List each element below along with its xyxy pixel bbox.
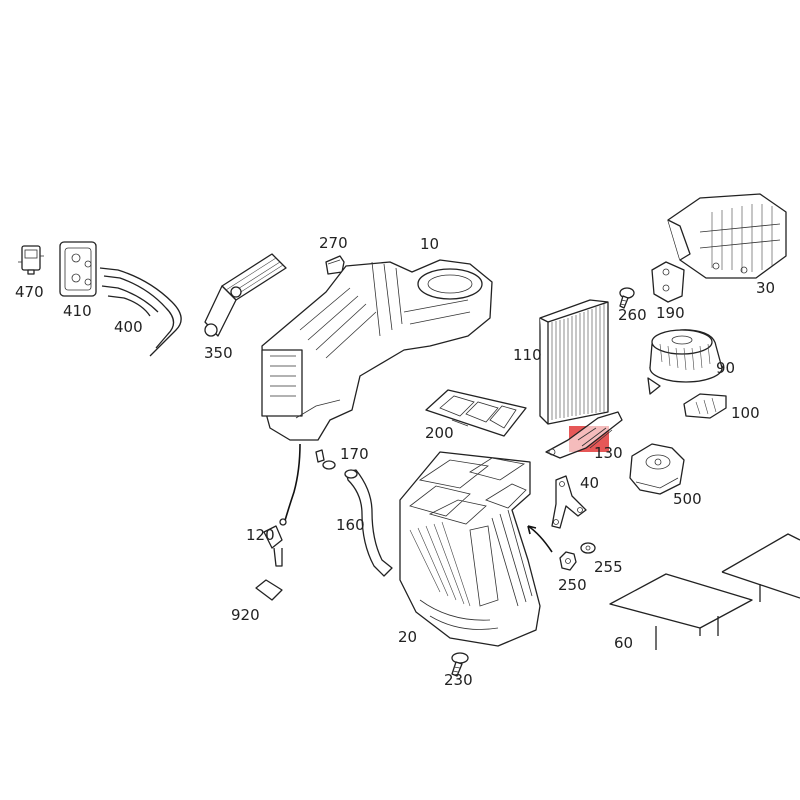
screw-icon [619, 287, 635, 309]
control-unit-icon [667, 193, 787, 279]
callout-60: 60 [614, 634, 633, 652]
callout-500: 500 [673, 490, 702, 508]
callout-40: 40 [580, 474, 599, 492]
lower-housing-icon [399, 451, 541, 647]
callout-170: 170 [340, 445, 369, 463]
blower-motor-icon [647, 329, 723, 395]
callout-190: 190 [656, 304, 685, 322]
callout-270: 270 [319, 234, 348, 252]
connector-plug-icon [18, 245, 44, 275]
temperature-sensor-icon [263, 443, 301, 567]
bolt-icon [451, 652, 469, 677]
pipe-lines-icon [99, 267, 182, 357]
cap-icon [325, 255, 345, 275]
cabin-filter-icon [539, 299, 609, 425]
clip-icon [580, 542, 596, 554]
filter-cover-icon [545, 411, 623, 459]
callout-160: 160 [336, 516, 365, 534]
tape-pad-icon [255, 579, 283, 601]
upper-housing-icon [261, 259, 493, 441]
blower-regulator-icon [683, 393, 727, 419]
callout-labels: 470 410 400 350 270 10 30 190 260 110 90… [15, 234, 775, 689]
gasket-frame-icon [425, 389, 527, 437]
callout-350: 350 [204, 344, 233, 362]
seal-block-icon [59, 241, 97, 297]
callout-410: 410 [63, 302, 92, 320]
nut-icon [559, 551, 577, 571]
servo-motor-icon [629, 443, 685, 495]
assembly-arrow-icon [527, 525, 553, 553]
callout-100: 100 [731, 404, 760, 422]
callout-920: 920 [231, 606, 260, 624]
callout-10: 10 [420, 235, 439, 253]
hose-clip-icon [315, 449, 336, 470]
bracket-icon [551, 475, 587, 529]
callout-250: 250 [558, 576, 587, 594]
callout-255: 255 [594, 558, 623, 576]
heater-core-icon [204, 253, 287, 337]
callout-20: 20 [398, 628, 417, 646]
callout-200: 200 [425, 424, 454, 442]
callout-230: 230 [444, 671, 473, 689]
insulation-mat-icon [609, 533, 800, 650]
callout-30: 30 [756, 279, 775, 297]
callout-120: 120 [246, 526, 275, 544]
actuator-motor-icon [651, 261, 685, 303]
callout-130: 130 [594, 444, 623, 462]
callout-260: 260 [618, 306, 647, 324]
callout-110: 110 [513, 346, 542, 364]
callout-90: 90 [716, 359, 735, 377]
callout-400: 400 [114, 318, 143, 336]
callout-470: 470 [15, 283, 44, 301]
drain-hose-icon [344, 469, 393, 577]
